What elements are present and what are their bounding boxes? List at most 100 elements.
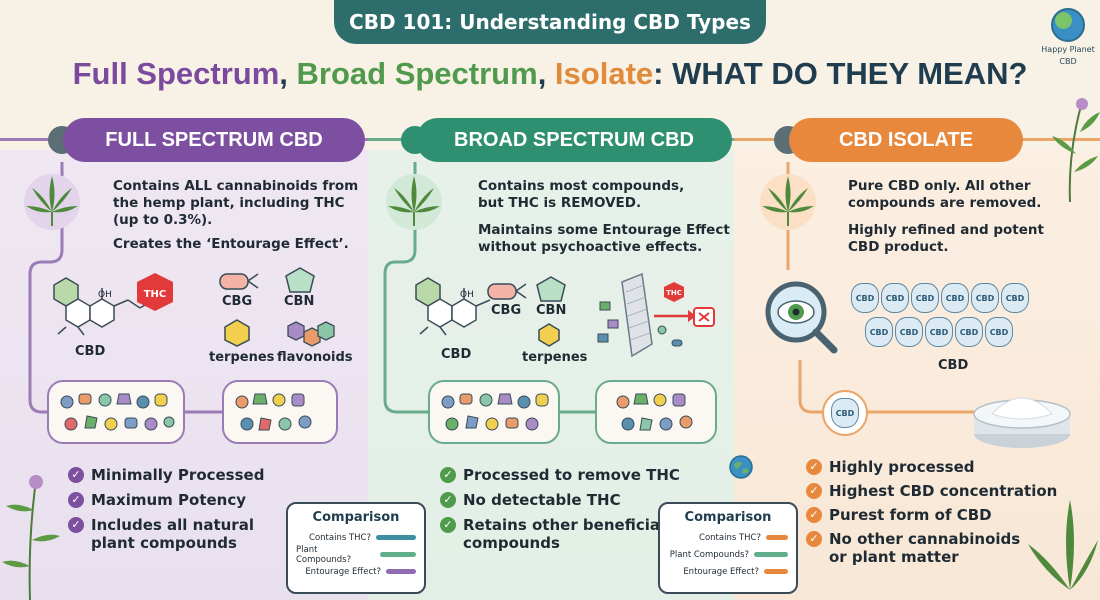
broad-description: Contains most compounds, but THC is REMO…: [478, 178, 730, 256]
broad-hemp-leaf-icon: [386, 174, 442, 230]
logo-text-line1: Happy Planet: [1041, 45, 1095, 54]
cbd-crystal-icon: CBD: [941, 283, 969, 313]
check-icon: ✓: [440, 492, 456, 508]
check-icon: ✓: [806, 459, 822, 475]
headline-rest: : WHAT DO THEY MEAN?: [653, 56, 1028, 91]
broad-terpenes-label: terpenes: [522, 350, 588, 365]
full-cbd-molecule-icon: [53, 277, 151, 336]
headline: Full Spectrum, Broad Spectrum, Isolate: …: [0, 56, 1100, 92]
full-desc-line1: Contains ALL cannabinoids from: [113, 178, 359, 194]
broad-desc-line3: Maintains some Entourage Effect: [478, 222, 730, 238]
cbd-crystal-icon: CBD: [831, 398, 859, 428]
cbd-crystal-icon: CBD: [971, 283, 999, 313]
comparison-bar: [380, 552, 416, 557]
broad-bullet-1: ✓Processed to remove THC: [440, 466, 680, 484]
thc-filter-icon: THC: [597, 272, 715, 358]
full-cbd-label: CBD: [75, 344, 106, 359]
isolate-description: Pure CBD only. All other compounds are r…: [848, 178, 1044, 256]
comparison-title: Comparison: [684, 510, 772, 525]
comparison-row: Plant Compounds?: [668, 546, 788, 563]
full-oh-label: OH: [98, 290, 112, 300]
decorative-hemp-plant-icon: [2, 475, 60, 600]
check-icon: ✓: [806, 483, 822, 499]
comparison-row: Entourage Effect?: [296, 563, 416, 580]
broad-desc-line1: Contains most compounds,: [478, 178, 685, 194]
cbd-crystal-icon: CBD: [1001, 283, 1029, 313]
isolate-benefits-list: ✓Highly processed ✓Highest CBD concentra…: [806, 458, 1057, 573]
full-hemp-leaf-icon: [24, 174, 80, 230]
globe-icon: [1051, 8, 1085, 42]
comparison-bar: [386, 569, 416, 574]
cbd-crystal-icon: CBD: [955, 317, 983, 347]
broad-cbg-molecule-icon: [487, 283, 527, 300]
full-description: Contains ALL cannabinoids from the hemp …: [113, 178, 358, 253]
terpenes-molecule-icon: [224, 319, 250, 347]
broad-mix-box-1: [428, 380, 560, 444]
check-icon: ✓: [806, 531, 822, 547]
isolate-single-crystal: CBD: [822, 390, 868, 436]
broad-thc-text: THC: [666, 289, 682, 297]
cbd-crystal-icon: CBD: [865, 317, 893, 347]
comparison-bar: [766, 535, 788, 540]
check-icon: ✓: [806, 507, 822, 523]
flavonoids-molecule-icon: [287, 321, 335, 347]
cbd-powder-jar-icon: [973, 397, 1071, 448]
top-banner: CBD 101: Understanding CBD Types: [334, 0, 766, 44]
broad-cbn-label: CBN: [536, 303, 567, 318]
isolate-desc-line3: Highly refined and potent: [848, 222, 1044, 238]
check-icon: ✓: [440, 517, 456, 533]
cbd-crystal-icon: CBD: [851, 283, 879, 313]
full-comparison-card: Comparison Contains THC? Plant Compounds…: [286, 502, 426, 594]
comparison-bar: [764, 569, 788, 574]
cbd-crystal-icon: CBD: [911, 283, 939, 313]
isolate-desc-line4: CBD product.: [848, 239, 949, 255]
check-icon: ✓: [68, 517, 84, 533]
comparison-row: Entourage Effect?: [668, 563, 788, 580]
isolate-desc-line1: Pure CBD only. All other: [848, 178, 1031, 194]
comparison-row: Contains THC?: [296, 529, 416, 546]
comparison-row: Contains THC?: [668, 529, 788, 546]
full-thc-text: THC: [144, 289, 167, 300]
broad-cbn-molecule-icon: [536, 276, 566, 302]
headline-sep1: ,: [279, 56, 297, 91]
check-icon: ✓: [440, 467, 456, 483]
comparison-title: Comparison: [312, 510, 400, 525]
broad-terpenes-molecule-icon: [538, 323, 560, 347]
broad-cbd-label: CBD: [441, 347, 472, 362]
check-icon: ✓: [68, 467, 84, 483]
cbd-crystal-icon: CBD: [881, 283, 909, 313]
isolate-bullet-2: ✓Highest CBD concentration: [806, 482, 1057, 500]
full-desc-line2: the hemp plant, including THC: [113, 195, 345, 211]
broad-bullet-2: ✓No detectable THC: [440, 491, 680, 509]
full-compound-mix: [60, 393, 312, 431]
isolate-title: CBD ISOLATE: [789, 118, 1023, 162]
full-spectrum-title: FULL SPECTRUM CBD: [63, 118, 365, 162]
cbd-crystal-icon: CBD: [925, 317, 953, 347]
thc-badge-icon: THC: [137, 273, 173, 311]
broad-comparison-card: Comparison Contains THC? Plant Compounds…: [658, 502, 798, 594]
brand-logo: Happy Planet CBD: [1038, 8, 1098, 66]
isolate-desc-line2: compounds are removed.: [848, 195, 1042, 211]
cbn-molecule-icon: [285, 267, 315, 293]
full-terpenes-label: terpenes: [209, 350, 275, 365]
headline-isolate: Isolate: [554, 56, 654, 91]
broad-cbd-molecule-icon: [415, 277, 491, 336]
logo-text-line2: CBD: [1059, 57, 1077, 66]
broad-benefits-list: ✓Processed to remove THC ✓No detectable …: [440, 466, 680, 559]
broad-spectrum-title: BROAD SPECTRUM CBD: [416, 118, 732, 162]
full-cbn-label: CBN: [284, 294, 315, 309]
decorative-hemp-plant-icon: [1052, 98, 1100, 202]
broad-cbg-label: CBG: [491, 303, 522, 318]
full-desc-line3: (up to 0.3%).: [113, 212, 213, 228]
magnifier-eye-icon: [765, 281, 838, 354]
full-bullet-2: ✓Maximum Potency: [68, 491, 264, 509]
broad-compound-mix: [441, 393, 693, 431]
broad-oh-label: OH: [460, 290, 474, 300]
cbd-crystal-icon: CBD: [895, 317, 923, 347]
comparison-row: Plant Compounds?: [296, 545, 416, 565]
full-desc-entourage: Creates the ‘Entourage Effect’.: [113, 236, 349, 252]
cbd-crystal-icon: CBD: [985, 317, 1013, 347]
